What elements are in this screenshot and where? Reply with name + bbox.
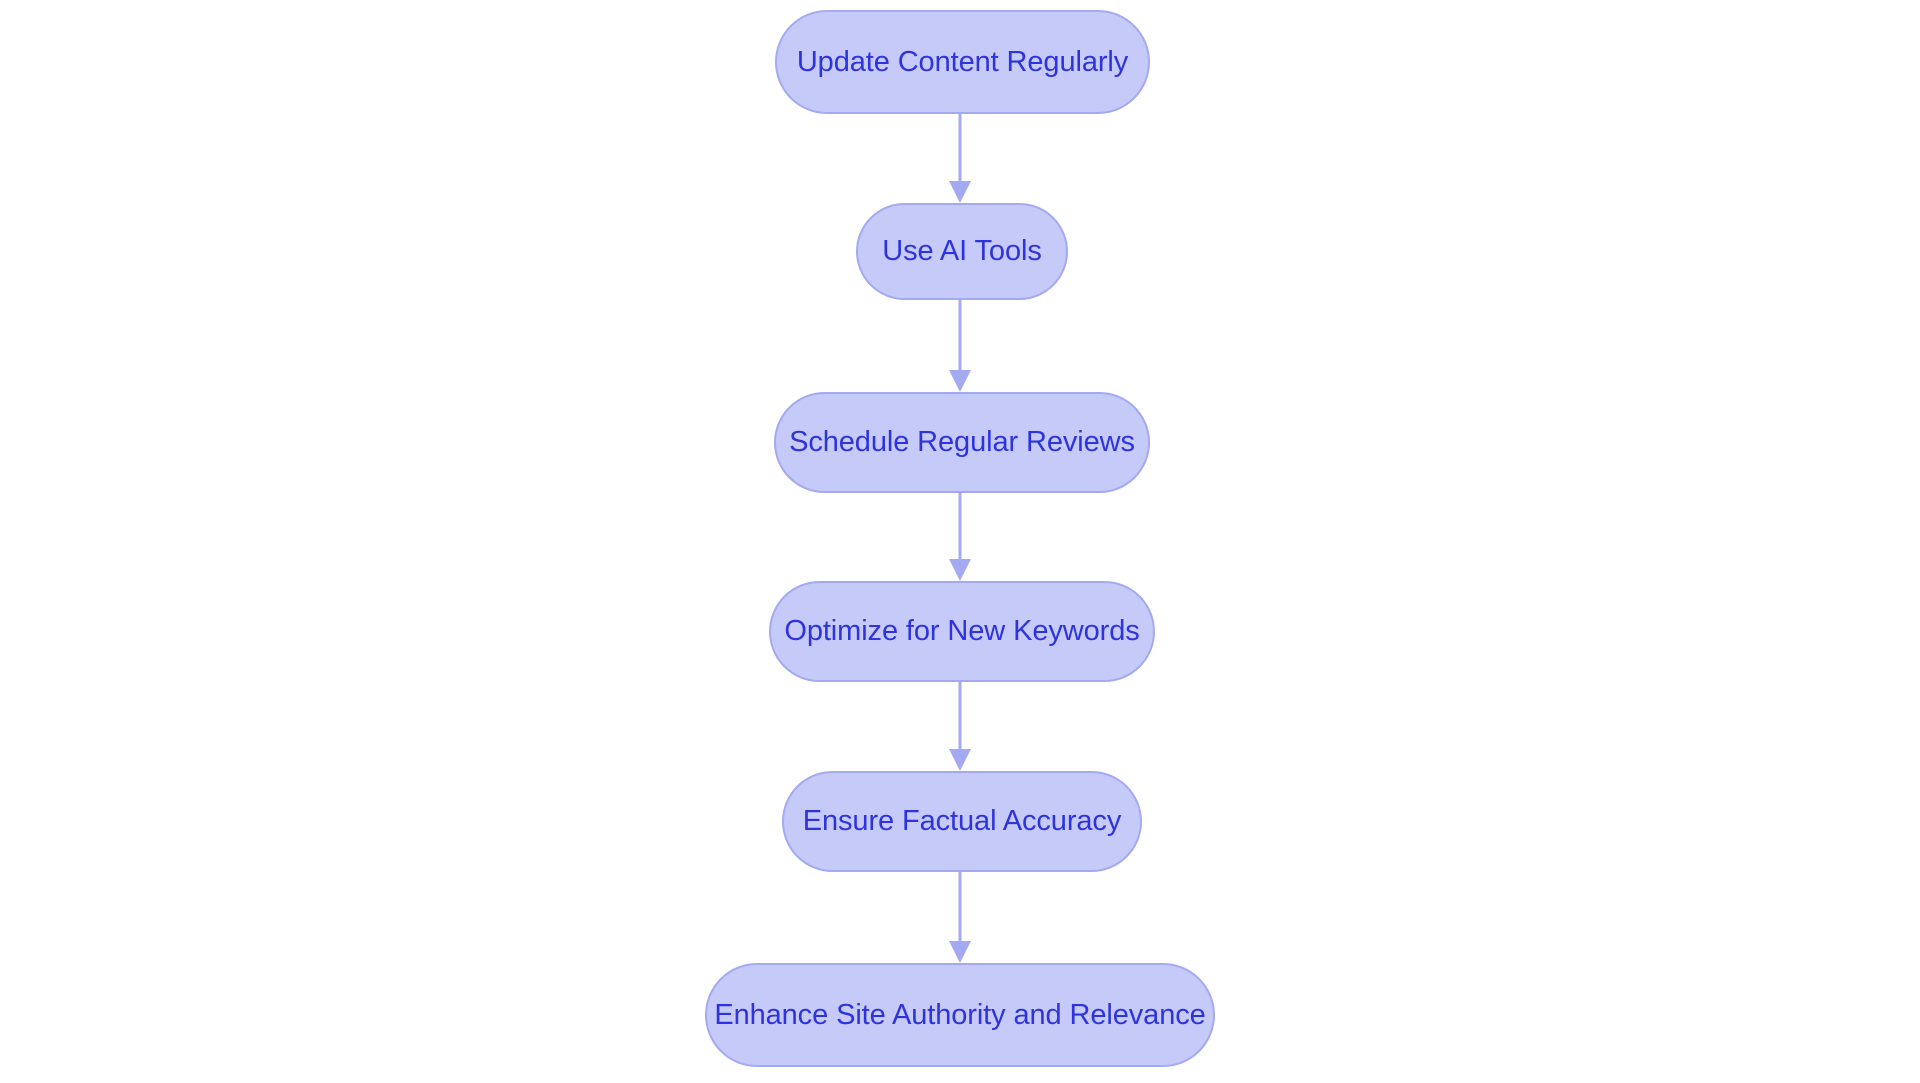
flow-edge-ensure-factual-accuracy-to-enhance-site-authority-and-relevance bbox=[940, 872, 980, 963]
edge-arrowhead-icon bbox=[949, 559, 971, 581]
flow-node-label: Optimize for New Keywords bbox=[784, 615, 1140, 647]
flow-node-use-ai-tools[interactable]: Use AI Tools bbox=[856, 203, 1068, 300]
edge-arrowhead-icon bbox=[949, 749, 971, 771]
flow-edge-update-content-regularly-to-use-ai-tools bbox=[940, 114, 980, 203]
flow-edge-optimize-for-new-keywords-to-ensure-factual-accuracy bbox=[940, 682, 980, 771]
flow-node-optimize-for-new-keywords[interactable]: Optimize for New Keywords bbox=[769, 581, 1155, 682]
flow-node-enhance-site-authority-and-relevance[interactable]: Enhance Site Authority and Relevance bbox=[705, 963, 1215, 1067]
flow-node-label: Ensure Factual Accuracy bbox=[802, 805, 1122, 837]
edge-arrowhead-icon bbox=[949, 370, 971, 392]
flow-node-schedule-regular-reviews[interactable]: Schedule Regular Reviews bbox=[774, 392, 1150, 493]
flow-node-label: Enhance Site Authority and Relevance bbox=[714, 998, 1206, 1031]
edge-arrowhead-icon bbox=[949, 181, 971, 203]
flow-node-update-content-regularly[interactable]: Update Content Regularly bbox=[775, 10, 1150, 114]
edge-arrowhead-icon bbox=[949, 941, 971, 963]
flow-node-label: Use AI Tools bbox=[882, 235, 1042, 267]
flow-edge-schedule-regular-reviews-to-optimize-for-new-keywords bbox=[940, 493, 980, 581]
flow-node-label: Update Content Regularly bbox=[796, 45, 1129, 78]
flow-node-label: Schedule Regular Reviews bbox=[789, 426, 1135, 458]
flow-node-ensure-factual-accuracy[interactable]: Ensure Factual Accuracy bbox=[782, 771, 1142, 872]
flow-edge-use-ai-tools-to-schedule-regular-reviews bbox=[940, 300, 980, 392]
